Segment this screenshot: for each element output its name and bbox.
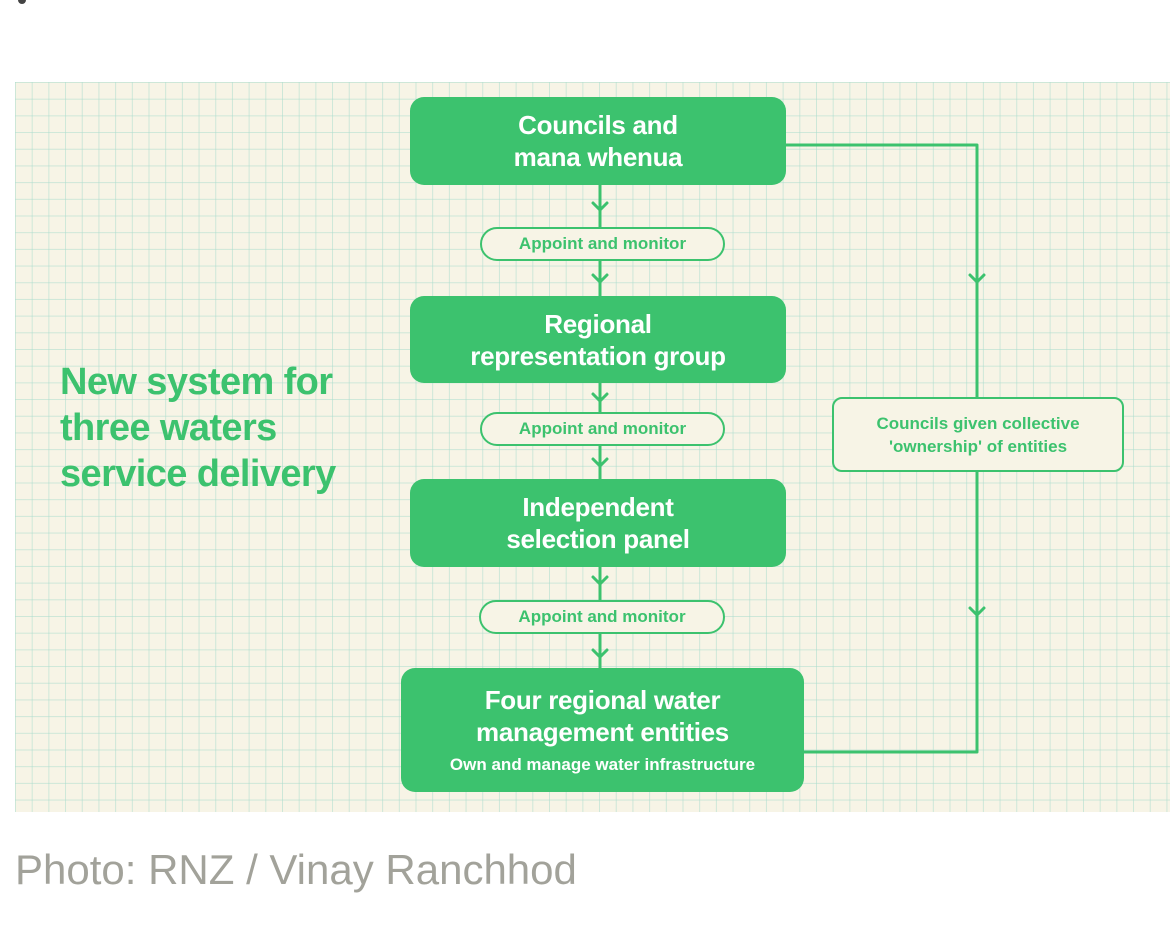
- arrowhead-icon: [591, 457, 609, 468]
- arrowhead-icon: [591, 201, 609, 212]
- arrowhead-icon: [591, 648, 609, 659]
- photo-credit: Photo: RNZ / Vinay Ranchhod: [15, 846, 577, 893]
- arrowhead-icon: [591, 392, 609, 403]
- title-line: three waters: [60, 407, 277, 449]
- pill-appoint-monitor-2: Appoint and monitor: [480, 412, 725, 446]
- clipped-text-fragment: [18, 0, 26, 4]
- box-label: selection panel: [506, 524, 690, 554]
- arrowhead-icon: [591, 575, 609, 586]
- box-councils-mana-whenua: Councils and mana whenua: [410, 97, 786, 185]
- box-regional-representation-group: Regional representation group: [410, 296, 786, 383]
- box-subtitle: Own and manage water infrastructure: [449, 755, 756, 774]
- side-box-collective-ownership: Councils given collective 'ownership' of…: [832, 397, 1124, 472]
- title-line: New system for: [60, 361, 333, 403]
- side-label-line: Councils given collective: [876, 413, 1080, 433]
- diagram-graphic: New system for three waters service deli…: [15, 82, 1170, 812]
- diagram-title: New system for three waters service deli…: [60, 359, 336, 497]
- side-label-line: 'ownership' of entities: [888, 436, 1068, 456]
- pill-appoint-monitor-3: Appoint and monitor: [479, 600, 725, 634]
- box-label: Regional: [544, 308, 652, 339]
- arrowhead-icon: [968, 273, 986, 284]
- box-label: representation group: [470, 340, 726, 371]
- box-label: mana whenua: [513, 142, 683, 172]
- box-label: Four regional water: [484, 685, 721, 715]
- box-independent-selection-panel: Independent selection panel: [410, 479, 786, 567]
- box-label: Independent: [522, 492, 674, 522]
- box-label: Councils and: [518, 110, 678, 140]
- arrowhead-icon: [968, 606, 986, 617]
- box-label: management entities: [476, 717, 729, 747]
- pill-appoint-monitor-1: Appoint and monitor: [480, 227, 725, 261]
- title-line: service delivery: [60, 453, 336, 495]
- box-water-management-entities: Four regional water management entities …: [401, 668, 804, 792]
- arrowhead-icon: [591, 273, 609, 284]
